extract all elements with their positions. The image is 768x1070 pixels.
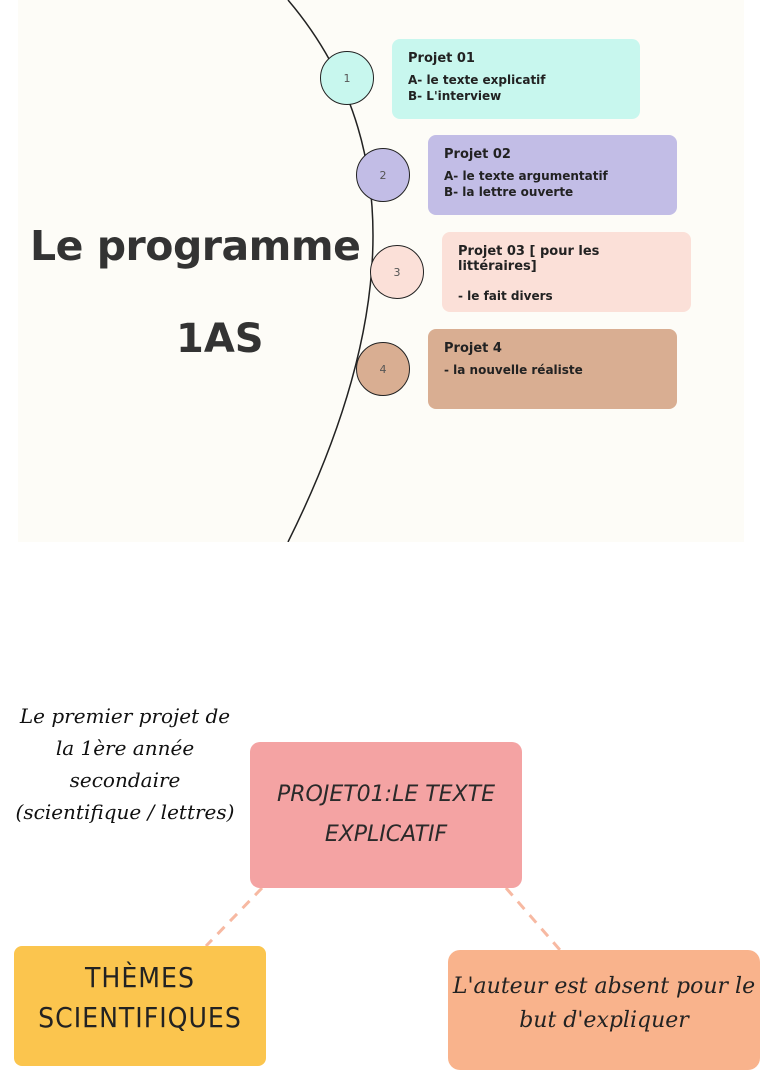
project-1-line-b: B- L'interview: [408, 89, 502, 103]
node-2: 2: [356, 148, 410, 202]
mindmap-left-label: THÈMES SCIENTIFIQUES: [38, 961, 242, 1034]
project-2-line-a: A- le texte argumentatif: [444, 169, 608, 183]
mindmap-center-label: PROJET01:LE TEXTE EXPLICATIF: [276, 782, 495, 847]
node-4: 4: [356, 342, 410, 396]
project-card-2: Projet 02 A- le texte argumentatif B- la…: [428, 135, 677, 215]
node-3-label: 3: [393, 265, 401, 279]
mindmap-right-label: L'auteur est absent pour le but d'expliq…: [452, 974, 756, 1033]
project-3-title: Projet 03 [ pour les littéraires]: [458, 244, 600, 274]
mindmap-intro: Le premier projet de la 1ère année secon…: [15, 704, 235, 824]
mindmap-left: THÈMES SCIENTIFIQUES: [14, 946, 266, 1066]
node-4-label: 4: [379, 362, 387, 376]
node-2-label: 2: [379, 168, 387, 182]
project-1-title: Projet 01: [408, 51, 475, 66]
program-level: 1AS: [176, 316, 264, 362]
program-title: Le programme: [30, 222, 361, 270]
project-2-line-b: B- la lettre ouverte: [444, 185, 574, 199]
project-3-line-a: - le fait divers: [458, 289, 553, 303]
project-card-4: Projet 4 - la nouvelle réaliste: [428, 329, 677, 409]
node-3: 3: [370, 245, 424, 299]
project-1-line-a: A- le texte explicatif: [408, 73, 546, 87]
project-4-line-a: - la nouvelle réaliste: [444, 363, 583, 377]
mindmap-center: PROJET01:LE TEXTE EXPLICATIF: [250, 742, 522, 888]
project-4-title: Projet 4: [444, 341, 502, 356]
program-panel: 1 2 3 4 Projet 01 A- le texte explicatif…: [18, 0, 744, 542]
mindmap-right: L'auteur est absent pour le but d'expliq…: [448, 950, 760, 1070]
project-2-title: Projet 02: [444, 147, 511, 162]
node-1: 1: [320, 51, 374, 105]
mindmap-connectors: [204, 886, 562, 951]
project-card-1: Projet 01 A- le texte explicatif B- L'in…: [392, 39, 640, 119]
node-1-label: 1: [343, 71, 351, 85]
project-card-3: Projet 03 [ pour les littéraires] - le f…: [442, 232, 691, 312]
